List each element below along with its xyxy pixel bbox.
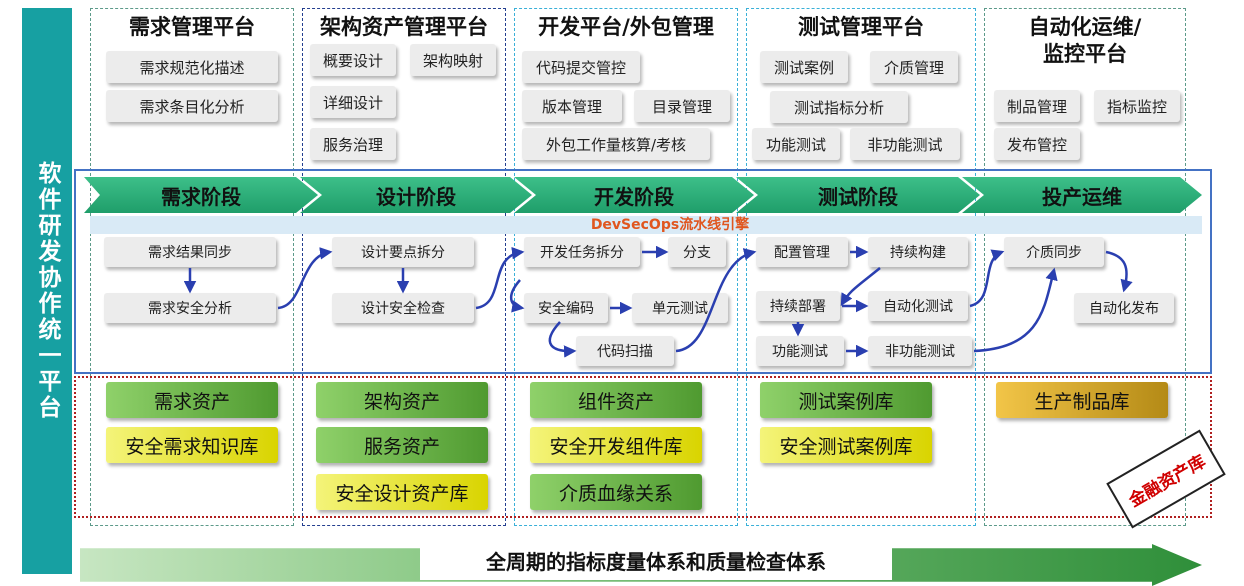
stage-ops[interactable]: 投产运维 — [962, 177, 1202, 213]
asset-item[interactable]: 安全开发组件库 — [530, 427, 702, 463]
flow-step[interactable]: 设计安全检查 — [332, 293, 474, 323]
platform-item[interactable]: 详细设计 — [310, 86, 396, 118]
platform-title-test: 测试管理平台 — [798, 15, 924, 39]
flow-step[interactable]: 分支 — [668, 237, 726, 267]
pipeline-label: DevSecOps流水线引擎 — [590, 217, 750, 233]
asset-item[interactable]: 组件资产 — [530, 382, 702, 418]
bottom-label: 全周期的指标度量体系和质量检查体系 — [420, 544, 892, 580]
platform-item[interactable]: 制品管理 — [994, 90, 1080, 122]
side-title-bar: 软件研发协作统一平台 — [22, 8, 72, 574]
platform-item[interactable]: 服务治理 — [310, 128, 396, 160]
asset-item[interactable]: 测试案例库 — [760, 382, 932, 418]
platform-item[interactable]: 功能测试 — [752, 128, 840, 160]
platform-title-dev: 开发平台/外包管理 — [538, 15, 714, 39]
flow-step[interactable]: 自动化发布 — [1074, 293, 1174, 323]
platform-item[interactable]: 非功能测试 — [850, 128, 960, 160]
stage-band-frame — [74, 169, 1212, 374]
platform-title-requirements: 需求管理平台 — [129, 15, 255, 39]
platform-item[interactable]: 需求条目化分析 — [106, 90, 278, 122]
platform-item[interactable]: 需求规范化描述 — [106, 51, 278, 83]
platform-item[interactable]: 概要设计 — [310, 44, 396, 76]
platform-item[interactable]: 测试指标分析 — [770, 91, 908, 123]
flow-step[interactable]: 安全编码 — [524, 293, 608, 323]
platform-title-ops: 自动化运维/ 监控平台 — [984, 14, 1186, 68]
flow-step[interactable]: 需求结果同步 — [104, 237, 276, 267]
stage-design[interactable]: 设计阶段 — [300, 177, 532, 213]
flow-step[interactable]: 功能测试 — [756, 336, 844, 366]
platform-item[interactable]: 测试案例 — [760, 51, 848, 83]
platform-item[interactable]: 版本管理 — [522, 90, 622, 122]
flow-step[interactable]: 介质同步 — [1004, 237, 1104, 267]
asset-item[interactable]: 安全测试案例库 — [760, 427, 932, 463]
asset-frame — [74, 376, 1212, 518]
side-title: 软件研发协作统一平台 — [34, 161, 60, 421]
platform-item[interactable]: 目录管理 — [634, 90, 730, 122]
flow-step[interactable]: 配置管理 — [756, 237, 848, 267]
platform-title-design: 架构资产管理平台 — [320, 15, 488, 39]
flow-step[interactable]: 开发任务拆分 — [524, 237, 640, 267]
flow-step[interactable]: 持续部署 — [756, 291, 840, 321]
stage-requirements[interactable]: 需求阶段 — [84, 177, 318, 213]
platform-item[interactable]: 外包工作量核算/考核 — [522, 128, 710, 160]
platform-title-ops-line1: 自动化运维/ — [1028, 15, 1142, 39]
asset-item[interactable]: 安全设计资产库 — [316, 474, 488, 510]
flow-step[interactable]: 单元测试 — [632, 293, 728, 323]
stage-dev[interactable]: 开发阶段 — [514, 177, 754, 213]
flow-step[interactable]: 代码扫描 — [576, 336, 674, 366]
platform-item[interactable]: 介质管理 — [870, 51, 958, 83]
pipeline-band — [90, 216, 1202, 234]
flow-step[interactable]: 设计要点拆分 — [332, 237, 474, 267]
asset-item[interactable]: 服务资产 — [316, 427, 488, 463]
flow-step[interactable]: 自动化测试 — [868, 291, 968, 321]
flow-step[interactable]: 非功能测试 — [868, 336, 972, 366]
asset-item[interactable]: 架构资产 — [316, 382, 488, 418]
asset-item[interactable]: 生产制品库 — [996, 382, 1168, 418]
platform-item[interactable]: 指标监控 — [1094, 90, 1180, 122]
asset-item[interactable]: 需求资产 — [106, 382, 278, 418]
asset-item[interactable]: 安全需求知识库 — [106, 427, 278, 463]
stage-test[interactable]: 测试阶段 — [736, 177, 980, 213]
platform-title-ops-line2: 监控平台 — [1043, 42, 1127, 66]
flow-step[interactable]: 持续构建 — [868, 237, 968, 267]
platform-item[interactable]: 架构映射 — [410, 44, 496, 76]
flow-step[interactable]: 需求安全分析 — [104, 293, 276, 323]
platform-item[interactable]: 发布管控 — [994, 128, 1080, 160]
platform-item[interactable]: 代码提交管控 — [522, 51, 640, 83]
asset-item[interactable]: 介质血缘关系 — [530, 474, 702, 510]
